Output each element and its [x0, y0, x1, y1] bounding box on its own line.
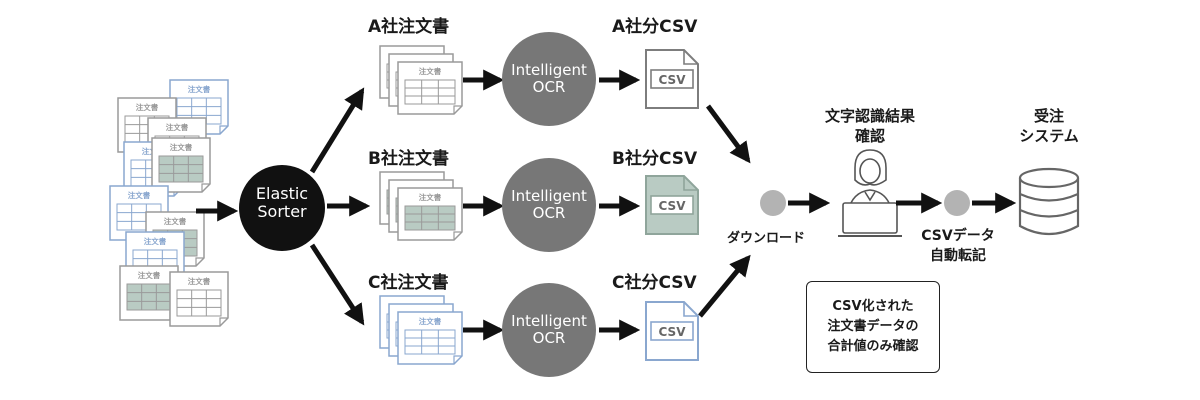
- ocr-a-line1: Intelligent: [511, 61, 587, 79]
- confirm-label-line1: 文字認識結果: [824, 107, 915, 125]
- order-label-a: A社注文書: [368, 17, 450, 37]
- ocr-a-line2: OCR: [532, 78, 566, 97]
- transfer-label-line2: 自動転記: [930, 248, 986, 265]
- order-document-stamp: 注文書: [164, 216, 187, 226]
- order-label-c: C社注文書: [368, 273, 449, 293]
- order-document-stamp: 注文書: [419, 192, 442, 202]
- ocr-c-line2: OCR: [532, 329, 566, 348]
- arrow-csv-a-to-download: [705, 104, 751, 164]
- system-label-line2: システム: [1019, 127, 1079, 146]
- transfer-label-line1: CSVデータ: [921, 228, 995, 244]
- ocr-c-line1: Intelligent: [511, 312, 587, 330]
- elastic-sorter-label: Elastic Sorter: [240, 184, 324, 222]
- ocr-node-c: [502, 283, 596, 377]
- download-dot: [760, 190, 786, 216]
- pile-document-9: 注文書: [119, 265, 179, 321]
- ocr-label-c: Intelligent OCR: [502, 312, 596, 348]
- ocr-b-line2: OCR: [532, 204, 566, 223]
- arrow-sorter-to-a: [309, 87, 365, 174]
- order-document-stamp: 注文書: [188, 276, 211, 286]
- company-a-document-stack: 注文書: [379, 45, 463, 115]
- confirm-label-line2: 確認: [854, 127, 885, 146]
- order-document-stamp: 注文書: [170, 142, 193, 152]
- system-label: 受注 システム: [1004, 106, 1094, 147]
- stack-sheet-front: 注文書: [397, 187, 463, 241]
- confirm-label: 文字認識結果 確認: [814, 106, 926, 147]
- ocr-node-b: [502, 158, 596, 252]
- order-document-stamp: 注文書: [188, 84, 211, 94]
- note-line1: CSV化された: [832, 298, 914, 314]
- csv-icon-text: CSV: [659, 325, 687, 339]
- ocr-label-a: Intelligent OCR: [502, 61, 596, 97]
- note-box: CSV化された 注文書データの 合計値のみ確認: [806, 281, 940, 373]
- order-document-stamp: 注文書: [419, 66, 442, 76]
- csv-label-c: C社分CSV: [612, 273, 697, 293]
- order-label-b: B社注文書: [368, 149, 449, 169]
- order-document-stamp: 注文書: [128, 190, 151, 200]
- company-c-document-stack: 注文書: [379, 295, 463, 365]
- transfer-dot: [944, 190, 970, 216]
- arrow-sorter-to-c: [309, 243, 365, 326]
- person-at-laptop-icon: [838, 149, 902, 237]
- csv-file-icon-c: CSV: [645, 301, 699, 361]
- elastic-sorter-line1: Elastic: [255, 184, 309, 203]
- order-document-stamp: 注文書: [136, 102, 159, 112]
- database-icon: [1018, 167, 1080, 236]
- order-document-stamp: 注文書: [419, 316, 442, 326]
- note-line2: 注文書データの: [827, 318, 919, 334]
- ocr-b-line1: Intelligent: [511, 187, 587, 205]
- csv-label-b: B社分CSV: [612, 149, 698, 169]
- company-b-document-stack: 注文書: [379, 171, 463, 241]
- csv-icon-text: CSV: [659, 73, 687, 87]
- csv-file-icon-a: CSV: [645, 49, 699, 109]
- download-label: ダウンロード: [727, 231, 806, 246]
- ocr-label-b: Intelligent OCR: [502, 187, 596, 223]
- csv-file-icon-b: CSV: [645, 175, 699, 235]
- stack-sheet-front: 注文書: [397, 61, 463, 115]
- transfer-label: CSVデータ 自動転記: [910, 226, 1006, 267]
- arrow-csv-c-to-download: [698, 254, 751, 318]
- elastic-sorter-node: [239, 165, 325, 251]
- ocr-node-a: [502, 32, 596, 126]
- elastic-sorter-line2: Sorter: [257, 202, 307, 222]
- note-line3: 合計値のみ確認: [827, 339, 919, 355]
- system-label-line1: 受注: [1033, 107, 1064, 125]
- csv-label-a: A社分CSV: [612, 17, 698, 37]
- order-document-stamp: 注文書: [138, 270, 161, 280]
- pile-document-10: 注文書: [169, 271, 229, 327]
- csv-icon-text: CSV: [659, 199, 687, 213]
- pile-document-5: 注文書: [151, 137, 211, 193]
- order-document-stamp: 注文書: [166, 122, 189, 132]
- order-document-stamp: 注文書: [144, 236, 167, 246]
- stack-sheet-front: 注文書: [397, 311, 463, 365]
